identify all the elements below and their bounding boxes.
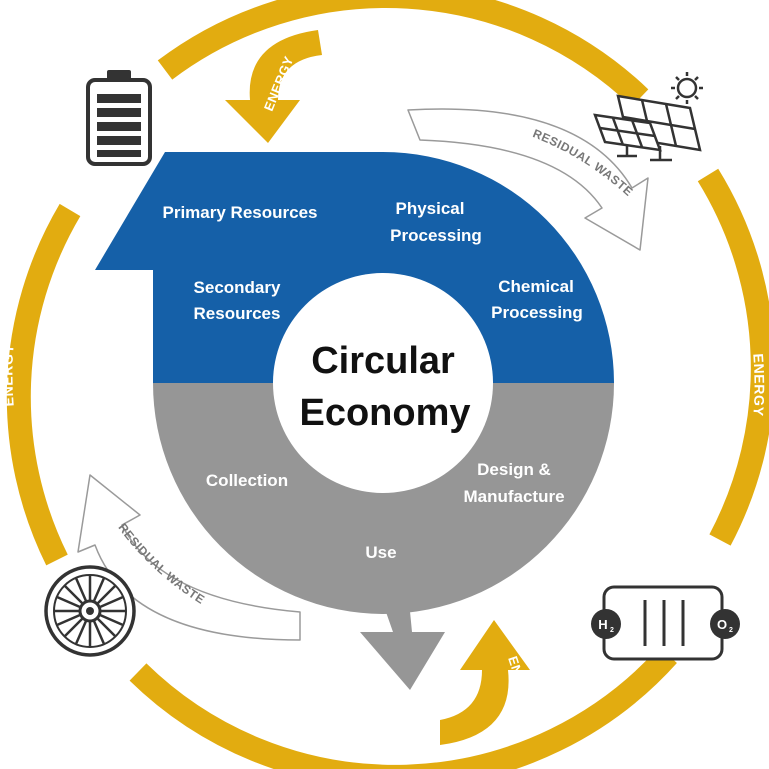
stage-primary-resources: Primary Resources: [163, 203, 318, 222]
blue-upper-band: [95, 152, 614, 383]
energy-arc-top: [157, 0, 649, 107]
stage-secondary-resources-line2: Resources: [194, 304, 281, 323]
energy-label-left: ENERGY: [0, 343, 17, 407]
battery-icon: [86, 70, 152, 166]
stage-design-manufacture-line2: Manufacture: [463, 487, 564, 506]
energy-arrow-bottom: ENERGY: [440, 620, 537, 745]
stage-collection: Collection: [206, 471, 288, 490]
stage-physical-processing-line1: Physical: [396, 199, 465, 218]
solar-panel-icon: [593, 72, 703, 162]
energy-ring: [6, 0, 769, 769]
energy-arc-right: [697, 168, 769, 546]
fuel-cell-o-sub: 2: [729, 627, 733, 634]
center-title-line1: Circular: [311, 340, 455, 382]
energy-arrow-bottom-label: ENERGY: [505, 654, 537, 714]
fuel-cell-h-label: H: [598, 617, 607, 632]
stage-physical-processing-line2: Processing: [390, 226, 482, 245]
energy-arrow-top: ENERGY: [225, 30, 322, 143]
energy-arc-left: [6, 203, 81, 566]
stage-design-manufacture-line1: Design &: [477, 460, 551, 479]
stage-use: Use: [365, 543, 396, 562]
fuel-cell-o-label: O: [717, 617, 727, 632]
center-circle: [273, 273, 493, 493]
gray-down-arrow: [360, 560, 445, 690]
center-title-line2: Economy: [299, 392, 470, 434]
fuel-cell-icon: H 2 O 2: [591, 585, 740, 661]
stage-secondary-resources-line1: Secondary: [194, 278, 281, 297]
stage-chemical-processing-line2: Processing: [491, 303, 583, 322]
stage-chemical-processing-line1: Chemical: [498, 277, 574, 296]
energy-label-top: ENERGY: [348, 12, 412, 29]
energy-label-bottom: ENERGY: [349, 735, 412, 752]
wheel-icon: [44, 565, 136, 657]
fuel-cell-h-sub: 2: [610, 627, 614, 634]
gray-lower-band: [153, 383, 614, 614]
energy-arc-bottom: [129, 646, 677, 769]
energy-label-right: ENERGY: [750, 353, 767, 417]
